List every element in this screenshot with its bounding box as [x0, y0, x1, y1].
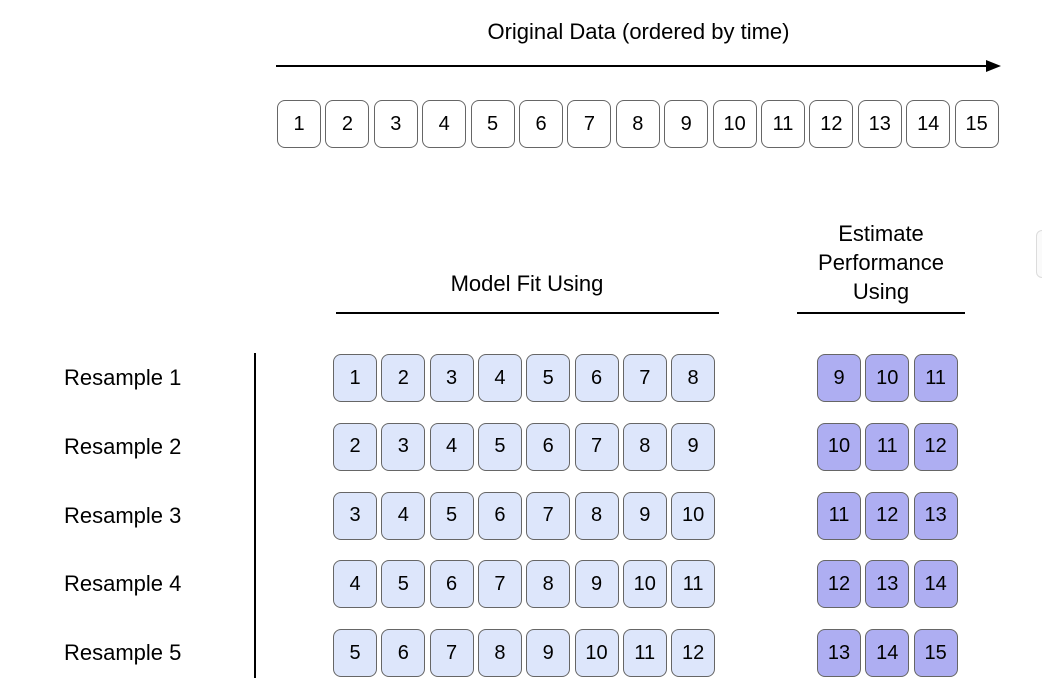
- estimate-cell: 12: [913, 422, 958, 471]
- model-fit-cell: 7: [526, 491, 571, 540]
- model-fit-cell: 7: [477, 560, 522, 609]
- model-fit-cell: 5: [381, 560, 426, 609]
- resample-label: Resample 2: [64, 433, 182, 459]
- model-fit-cell: 6: [429, 560, 474, 609]
- model-fit-cell: 11: [622, 629, 667, 678]
- diagram-title: Original Data (ordered by time): [487, 19, 790, 44]
- estimate-cell: 13: [913, 491, 958, 540]
- model-fit-cell: 9: [526, 629, 571, 678]
- estimate-cell: 12: [817, 560, 861, 609]
- model-fit-cell: 4: [381, 491, 426, 540]
- model-fit-cell: 10: [622, 560, 667, 609]
- model-fit-cell: 6: [574, 354, 619, 402]
- time-arrow-head: [986, 60, 1001, 72]
- model-fit-cell: 12: [671, 629, 716, 678]
- model-fit-cell: 9: [574, 560, 619, 609]
- original-data-cell: 12: [809, 100, 854, 148]
- estimate-heading: Estimate Performance Using: [796, 219, 966, 306]
- model-fit-cell: 5: [429, 491, 474, 540]
- estimate-cell: 13: [865, 560, 910, 609]
- original-data-cell: 9: [664, 100, 709, 148]
- resample-divider: [254, 353, 256, 678]
- model-fit-underline: [336, 312, 719, 314]
- original-data-cell: 8: [615, 100, 660, 148]
- model-fit-cell: 7: [622, 354, 667, 402]
- model-fit-cell: 2: [333, 422, 377, 471]
- original-data-cell: 14: [906, 100, 951, 148]
- model-fit-cell: 3: [333, 491, 377, 540]
- estimate-underline: [797, 312, 965, 314]
- estimate-cell: 12: [865, 491, 910, 540]
- model-fit-cell: 8: [574, 491, 619, 540]
- model-fit-cell: 6: [477, 491, 522, 540]
- model-fit-heading: Model Fit Using: [450, 271, 604, 296]
- model-fit-cell: 11: [671, 560, 716, 609]
- model-fit-cell: 9: [671, 422, 716, 471]
- model-fit-cell: 8: [622, 422, 667, 471]
- resample-label: Resample 1: [64, 365, 182, 390]
- model-fit-cell: 3: [381, 422, 426, 471]
- model-fit-cell: 5: [333, 629, 377, 678]
- model-fit-cell: 9: [622, 491, 667, 540]
- original-data-cell: 11: [761, 100, 805, 148]
- resample-label: Resample 5: [64, 640, 182, 666]
- estimate-cell: 10: [865, 354, 910, 402]
- original-data-cell: 15: [954, 100, 999, 148]
- estimate-cell: 10: [817, 422, 861, 471]
- model-fit-cell: 8: [526, 560, 571, 609]
- estimate-cell: 13: [817, 629, 861, 678]
- estimate-cell: 9: [817, 354, 861, 402]
- model-fit-cell: 7: [429, 629, 474, 678]
- time-arrow: [276, 60, 1001, 72]
- model-fit-cell: 10: [671, 491, 716, 540]
- model-fit-cell: 4: [333, 560, 377, 609]
- model-fit-cell: 10: [574, 629, 619, 678]
- model-fit-cell: 6: [526, 422, 571, 471]
- original-data-cell: 1: [277, 100, 321, 148]
- model-fit-cell: 8: [671, 354, 716, 402]
- estimate-heading-line-2: Performance: [818, 250, 944, 275]
- original-data-cell: 6: [519, 100, 563, 148]
- original-data-cell: 13: [857, 100, 902, 148]
- estimate-cell: 14: [865, 629, 910, 678]
- model-fit-cell: 7: [574, 422, 619, 471]
- resample-label: Resample 3: [64, 502, 182, 528]
- model-fit-cell: 8: [477, 629, 522, 678]
- original-data-cell: 7: [567, 100, 612, 148]
- original-data-cell: 5: [470, 100, 515, 148]
- estimate-cell: 11: [865, 422, 910, 471]
- original-data-cell: 10: [712, 100, 757, 148]
- original-data-cell: 3: [373, 100, 418, 148]
- model-fit-cell: 3: [429, 354, 474, 402]
- estimate-heading-line-3: Using: [852, 279, 910, 304]
- estimate-cell: 14: [913, 560, 958, 609]
- estimate-cell: 11: [913, 354, 958, 402]
- resample-label: Resample 4: [64, 571, 182, 597]
- scrollbar-handle[interactable]: [1036, 230, 1042, 278]
- model-fit-cell: 5: [526, 354, 571, 402]
- original-data-cell: 2: [325, 100, 370, 148]
- model-fit-cell: 1: [333, 354, 377, 402]
- estimate-cell: 11: [817, 491, 861, 540]
- model-fit-cell: 4: [429, 422, 474, 471]
- original-data-cell: 4: [422, 100, 467, 148]
- model-fit-cell: 2: [381, 354, 426, 402]
- model-fit-cell: 6: [381, 629, 426, 678]
- estimate-cell: 15: [913, 629, 958, 678]
- model-fit-cell: 4: [477, 354, 522, 402]
- model-fit-cell: 5: [477, 422, 522, 471]
- estimate-heading-line-1: Estimate: [838, 221, 924, 246]
